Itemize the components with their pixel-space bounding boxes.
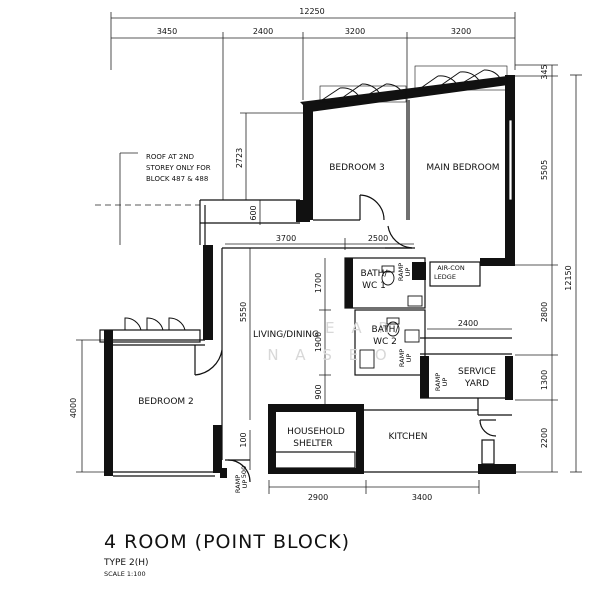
plan-title: 4 ROOM (POINT BLOCK) (104, 531, 350, 553)
label-bedroom2: BEDROOM 2 (138, 397, 194, 407)
roof-note-2: STOREY ONLY FOR (146, 164, 211, 172)
dim-right-top: 345 (540, 64, 549, 79)
label-shelter-a: HOUSEHOLD (287, 427, 345, 437)
ramp-bath2-a: RAMP (398, 349, 406, 367)
label-service-b: YARD (464, 379, 489, 389)
dim-top-4: 3200 (451, 27, 471, 36)
roof-note-3: BLOCK 487 & 488 (146, 175, 208, 183)
ramp-entry-a: RAMP (234, 475, 242, 493)
dim-900: 900 (314, 384, 323, 399)
dim-right-c: 1300 (540, 370, 549, 390)
label-shelter-b: SHELTER (293, 439, 332, 449)
dim-right-outer: 12150 (564, 265, 573, 290)
dim-600: 600 (249, 205, 258, 220)
label-bath2-b: WC 2 (373, 337, 397, 347)
plan-type: TYPE 2(H) (103, 558, 149, 568)
ramp-entry-b: UP (241, 480, 249, 489)
ramp-service-b: UP (441, 378, 449, 387)
structural-walls (104, 75, 516, 478)
dim-2723: 2723 (235, 148, 244, 168)
dim-bottom-1: 2900 (308, 493, 328, 502)
ramp-service-a: RAMP (434, 373, 442, 391)
ramp-bath1-b: UP (404, 268, 412, 277)
dimension-lines (76, 12, 582, 494)
label-bath1-a: BATH/ (361, 269, 389, 279)
label-aircon-a: AIR-CON (437, 264, 465, 272)
sanitary-fixtures (359, 265, 423, 369)
dim-bottom-2: 3400 (412, 493, 432, 502)
dim-top-1: 3450 (157, 27, 177, 36)
label-aircon-b: LEDGE (434, 273, 456, 281)
dim-2500: 2500 (368, 234, 388, 243)
dim-1700: 1700 (314, 273, 323, 293)
watermark-line1: E A R (325, 319, 395, 337)
dim-5550: 5550 (239, 302, 248, 322)
dim-right-b: 2800 (540, 302, 549, 322)
dim-100: 100 (239, 432, 248, 447)
label-kitchen: KITCHEN (389, 432, 428, 442)
dim-top-2: 2400 (253, 27, 273, 36)
ramp-bath1-a: RAMP (397, 263, 405, 281)
label-bedroom3: BEDROOM 3 (329, 163, 385, 173)
dim-2400: 2400 (458, 319, 478, 328)
dim-1900: 1900 (314, 332, 323, 352)
dim-top-total: 12250 (299, 7, 324, 16)
dim-top-3: 3200 (345, 27, 365, 36)
bay-windows (124, 65, 508, 331)
dim-500: 500 (240, 466, 248, 478)
watermark-line2: N A S E O (267, 346, 392, 364)
label-living-dining: LIVING/DINING (253, 330, 319, 340)
label-main-bedroom: MAIN BEDROOM (426, 163, 499, 173)
dim-right-d: 2200 (540, 428, 549, 448)
ramp-bath2-b: UP (405, 354, 413, 363)
roof-note-1: ROOF AT 2ND (146, 153, 194, 161)
label-service-a: SERVICE (458, 367, 496, 377)
plan-scale: SCALE 1:100 (104, 570, 146, 578)
dim-3700: 3700 (276, 234, 296, 243)
label-bath1-b: WC 1 (362, 281, 386, 291)
dim-right-a: 5505 (540, 160, 549, 180)
label-bath2-a: BATH/ (372, 325, 400, 335)
dim-left-bedroom2: 4000 (69, 398, 78, 418)
